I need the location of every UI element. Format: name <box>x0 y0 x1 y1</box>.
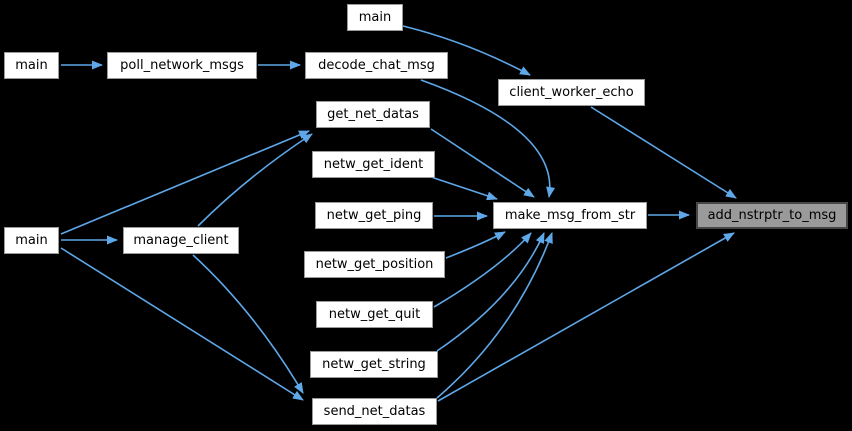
edge-client_worker_echo-to-add_nstrptr_to_msg <box>590 106 737 199</box>
node-send_net_datas[interactable]: send_net_datas <box>312 398 437 425</box>
node-label: netw_get_ident <box>323 157 424 172</box>
edge-netw_get_quit-to-make_msg_from_str <box>433 232 532 308</box>
edge-send_net_datas-to-add_nstrptr_to_msg <box>437 232 735 402</box>
node-label: netw_get_string <box>322 357 426 372</box>
node-label: get_net_datas <box>327 107 419 122</box>
edge-main_top-to-client_worker_echo <box>402 25 531 76</box>
node-main_mid_left[interactable]: main <box>4 227 59 254</box>
edge-netw_get_string-to-make_msg_from_str <box>436 232 545 352</box>
node-label: netw_get_quit <box>328 307 421 322</box>
edge-decode_chat_msg-to-make_msg_from_str <box>420 79 556 198</box>
node-label: send_net_datas <box>323 404 426 419</box>
node-label: main <box>15 233 48 248</box>
node-label: add_nstrptr_to_msg <box>707 208 837 223</box>
edge-netw_get_ident-to-make_msg_from_str <box>430 176 498 201</box>
edge-get_net_datas-to-make_msg_from_str <box>430 128 535 198</box>
node-label: main <box>358 10 392 25</box>
edge-manage_client-to-get_net_datas <box>197 133 313 227</box>
node-label: decode_chat_msg <box>318 58 435 73</box>
node-client_worker_echo[interactable]: client_worker_echo <box>498 79 645 106</box>
node-main_top[interactable]: main <box>347 4 403 31</box>
node-poll_network_msgs[interactable]: poll_network_msgs <box>107 52 257 79</box>
node-label: main <box>15 58 48 73</box>
node-label: poll_network_msgs <box>120 58 244 73</box>
node-netw_get_quit[interactable]: netw_get_quit <box>316 301 433 328</box>
edge-netw_get_position-to-make_msg_from_str <box>445 231 506 259</box>
edge-manage_client-to-send_net_datas <box>192 254 304 394</box>
node-add_nstrptr_to_msg[interactable]: add_nstrptr_to_msg <box>696 202 848 229</box>
node-label: manage_client <box>133 233 229 248</box>
node-label: netw_get_position <box>315 257 434 272</box>
node-make_msg_from_str[interactable]: make_msg_from_str <box>493 202 647 229</box>
edge-main_mid_left-to-get_net_datas <box>60 130 310 235</box>
node-manage_client[interactable]: manage_client <box>123 227 239 254</box>
node-main_upper_left[interactable]: main <box>4 52 59 79</box>
node-label: netw_get_ping <box>326 208 422 223</box>
edge-main_mid_left-to-send_net_datas <box>60 247 304 401</box>
node-netw_get_position[interactable]: netw_get_position <box>304 251 445 278</box>
node-decode_chat_msg[interactable]: decode_chat_msg <box>305 52 448 79</box>
node-label: client_worker_echo <box>509 85 634 100</box>
node-netw_get_ping[interactable]: netw_get_ping <box>315 202 433 229</box>
edge-send_net_datas-to-make_msg_from_str <box>436 232 553 399</box>
node-netw_get_ident[interactable]: netw_get_ident <box>312 151 435 178</box>
node-label: make_msg_from_str <box>504 208 636 223</box>
node-get_net_datas[interactable]: get_net_datas <box>316 101 430 128</box>
node-netw_get_string[interactable]: netw_get_string <box>310 351 438 378</box>
